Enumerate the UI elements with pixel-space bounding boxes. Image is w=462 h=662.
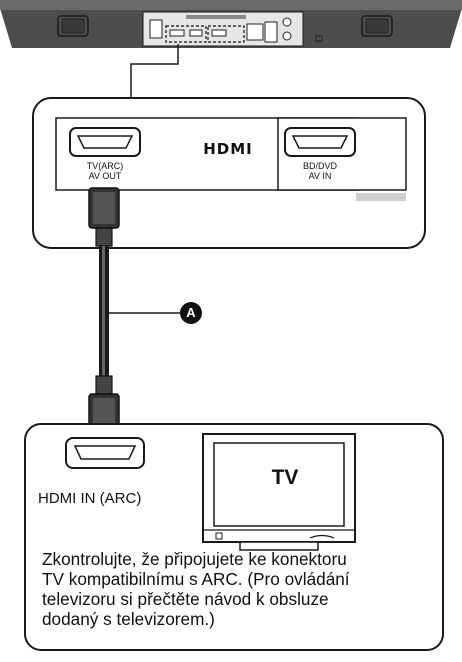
port-label-bd-dvd: BD/DVD AV IN xyxy=(285,161,355,181)
tv-illustration xyxy=(202,433,356,551)
hdmi-in-label: HDMI IN (ARC) xyxy=(38,490,142,507)
hdmi-logo: HDMI xyxy=(203,140,253,158)
arc-note-line-4: dodaný s televizorem.) xyxy=(42,609,215,629)
hdmi-port-bd-dvd xyxy=(284,127,356,157)
arc-note-line-2: TV kompatibilnímu s ARC. (Pro ovládání xyxy=(42,569,350,589)
zoom-leader xyxy=(130,44,179,98)
arc-note: Zkontrolujte, že připojujete ke konektor… xyxy=(42,549,442,629)
port-label-bd-dvd-line2: AV IN xyxy=(308,171,332,181)
callout-a: A xyxy=(180,302,202,324)
soundbar-panel-zoom xyxy=(32,97,426,249)
port-label-tv-arc-line1: TV(ARC) xyxy=(86,161,124,171)
port-label-tv-arc: TV(ARC) AV OUT xyxy=(70,161,140,181)
hdmi-cable xyxy=(88,187,180,435)
arc-note-line-3: televizoru si přečtěte návod k obsluze xyxy=(42,589,329,609)
hdmi-port-tv-arc xyxy=(69,127,141,157)
soundbar-unit xyxy=(0,0,462,48)
arc-note-line-1: Zkontrolujte, že připojujete ke konektor… xyxy=(42,549,347,569)
hdmi-in-port xyxy=(65,437,145,469)
tv-label: TV xyxy=(271,466,299,489)
tv-panel xyxy=(24,423,444,651)
port-label-tv-arc-line2: AV OUT xyxy=(88,171,122,181)
port-label-bd-dvd-line1: BD/DVD xyxy=(302,161,337,171)
